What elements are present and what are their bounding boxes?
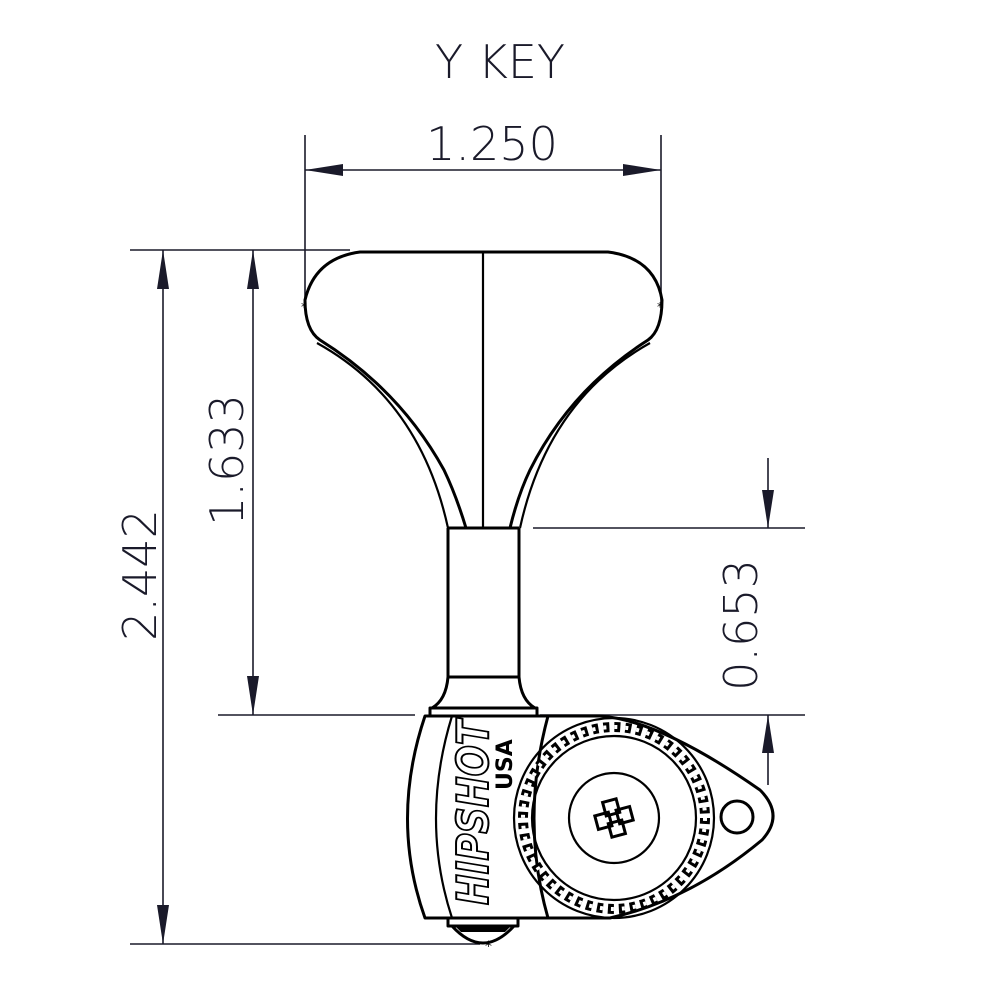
tangent-marker-left: *	[301, 300, 307, 314]
drawing-title: Y KEY	[435, 35, 565, 89]
brand-logo: HIPSHOT	[447, 717, 500, 906]
dimension-key-height: 1.633	[200, 250, 415, 716]
tuner-gear-plate	[512, 714, 775, 920]
screw-head	[567, 771, 661, 865]
phillips-screw-icon	[592, 796, 636, 840]
dimension-total-height-label: 2.442	[113, 509, 167, 641]
tuner-shaft	[428, 526, 539, 718]
brand-logo-text: HIPSHOT	[448, 718, 499, 905]
dimension-post-height-label: 0.653	[714, 559, 768, 691]
dimension-key-height-label: 1.633	[200, 394, 254, 526]
tuner-key-button: * *	[301, 250, 664, 530]
dimension-width: 1.250	[304, 117, 662, 305]
tuner-housing: * HIPSHOT USA	[406, 714, 550, 955]
brand-country-text: USA	[493, 739, 518, 790]
mounting-hole	[719, 799, 755, 835]
dimension-total-height: 2.442	[113, 249, 480, 945]
tangent-marker-right: *	[657, 300, 663, 314]
dimension-post-height: 0.653	[533, 458, 805, 785]
tangent-marker-bottom: *	[485, 939, 492, 955]
dimension-width-label: 1.250	[426, 117, 558, 171]
